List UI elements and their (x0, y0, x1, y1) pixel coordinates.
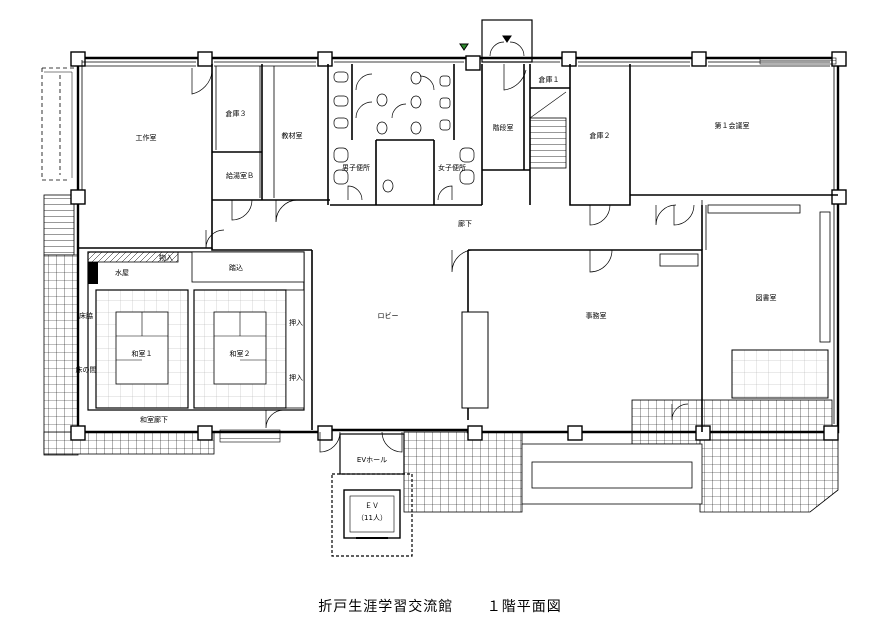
door-swings (191, 64, 695, 453)
label-washitsu-corridor: 和室廊下 (140, 415, 168, 424)
label-storage3: 倉庫３ (226, 109, 247, 118)
interior-stairs (529, 117, 567, 169)
label-library: 図書室 (756, 293, 777, 302)
label-ev-hall: EVホール (357, 456, 387, 464)
room-labels: 工作室 倉庫３ 教材室 給湯室Ｂ 男子便所 女子便所 階段室 倉庫１ 倉庫２ 第… (76, 75, 777, 522)
ev-area (331, 433, 413, 557)
outer-walls (76, 56, 840, 434)
label-corridor: 廊下 (458, 219, 472, 228)
label-oshiire1: 押入 (289, 318, 303, 327)
label-office: 事務室 (586, 311, 607, 320)
label-lobby: ロビー (378, 311, 399, 320)
label-ev-capacity: （11人） (357, 514, 387, 522)
exterior-paving (43, 254, 839, 513)
label-washitsu2: 和室２ (230, 349, 251, 358)
interior-walls (78, 64, 838, 432)
label-washitsu1: 和室１ (132, 349, 153, 358)
label-mizuya: 水屋 (115, 268, 129, 277)
label-meeting1: 第１会議室 (715, 121, 750, 130)
label-storage2: 倉庫２ (590, 131, 611, 140)
lobby-counter (461, 311, 489, 409)
toilet-fixtures (333, 71, 475, 193)
caption-floor: １階平面図 (486, 599, 562, 615)
label-womens-toilet: 女子便所 (438, 163, 466, 172)
washitsu-area (87, 251, 305, 443)
label-ev: ＥＶ (365, 502, 379, 510)
label-oshiire-top: 物入 (159, 253, 173, 262)
exterior-stairs (41, 67, 78, 256)
stair-line (529, 91, 567, 119)
library-shelves (707, 204, 831, 399)
label-oshiire2: 押入 (289, 373, 303, 382)
label-kyutou: 給湯室Ｂ (226, 171, 254, 180)
label-fumikomi: 踏込 (229, 263, 243, 272)
label-workshop: 工作室 (136, 133, 157, 142)
label-engawa: 床脇 (79, 311, 93, 320)
label-storage1: 倉庫１ (539, 75, 560, 84)
label-stairs: 階段室 (493, 123, 514, 132)
plan-caption: 折戸生涯学習交流館 １階平面図 (0, 596, 880, 616)
double-walls (81, 60, 835, 424)
meeting-window (759, 57, 837, 65)
label-mens-toilet: 男子便所 (342, 163, 370, 172)
caption-title: 折戸生涯学習交流館 (318, 599, 454, 615)
top-entrance (459, 19, 533, 63)
label-materials: 教材室 (282, 131, 303, 140)
office-sink (659, 253, 699, 267)
label-tokonoma: 床の間 (76, 365, 97, 374)
